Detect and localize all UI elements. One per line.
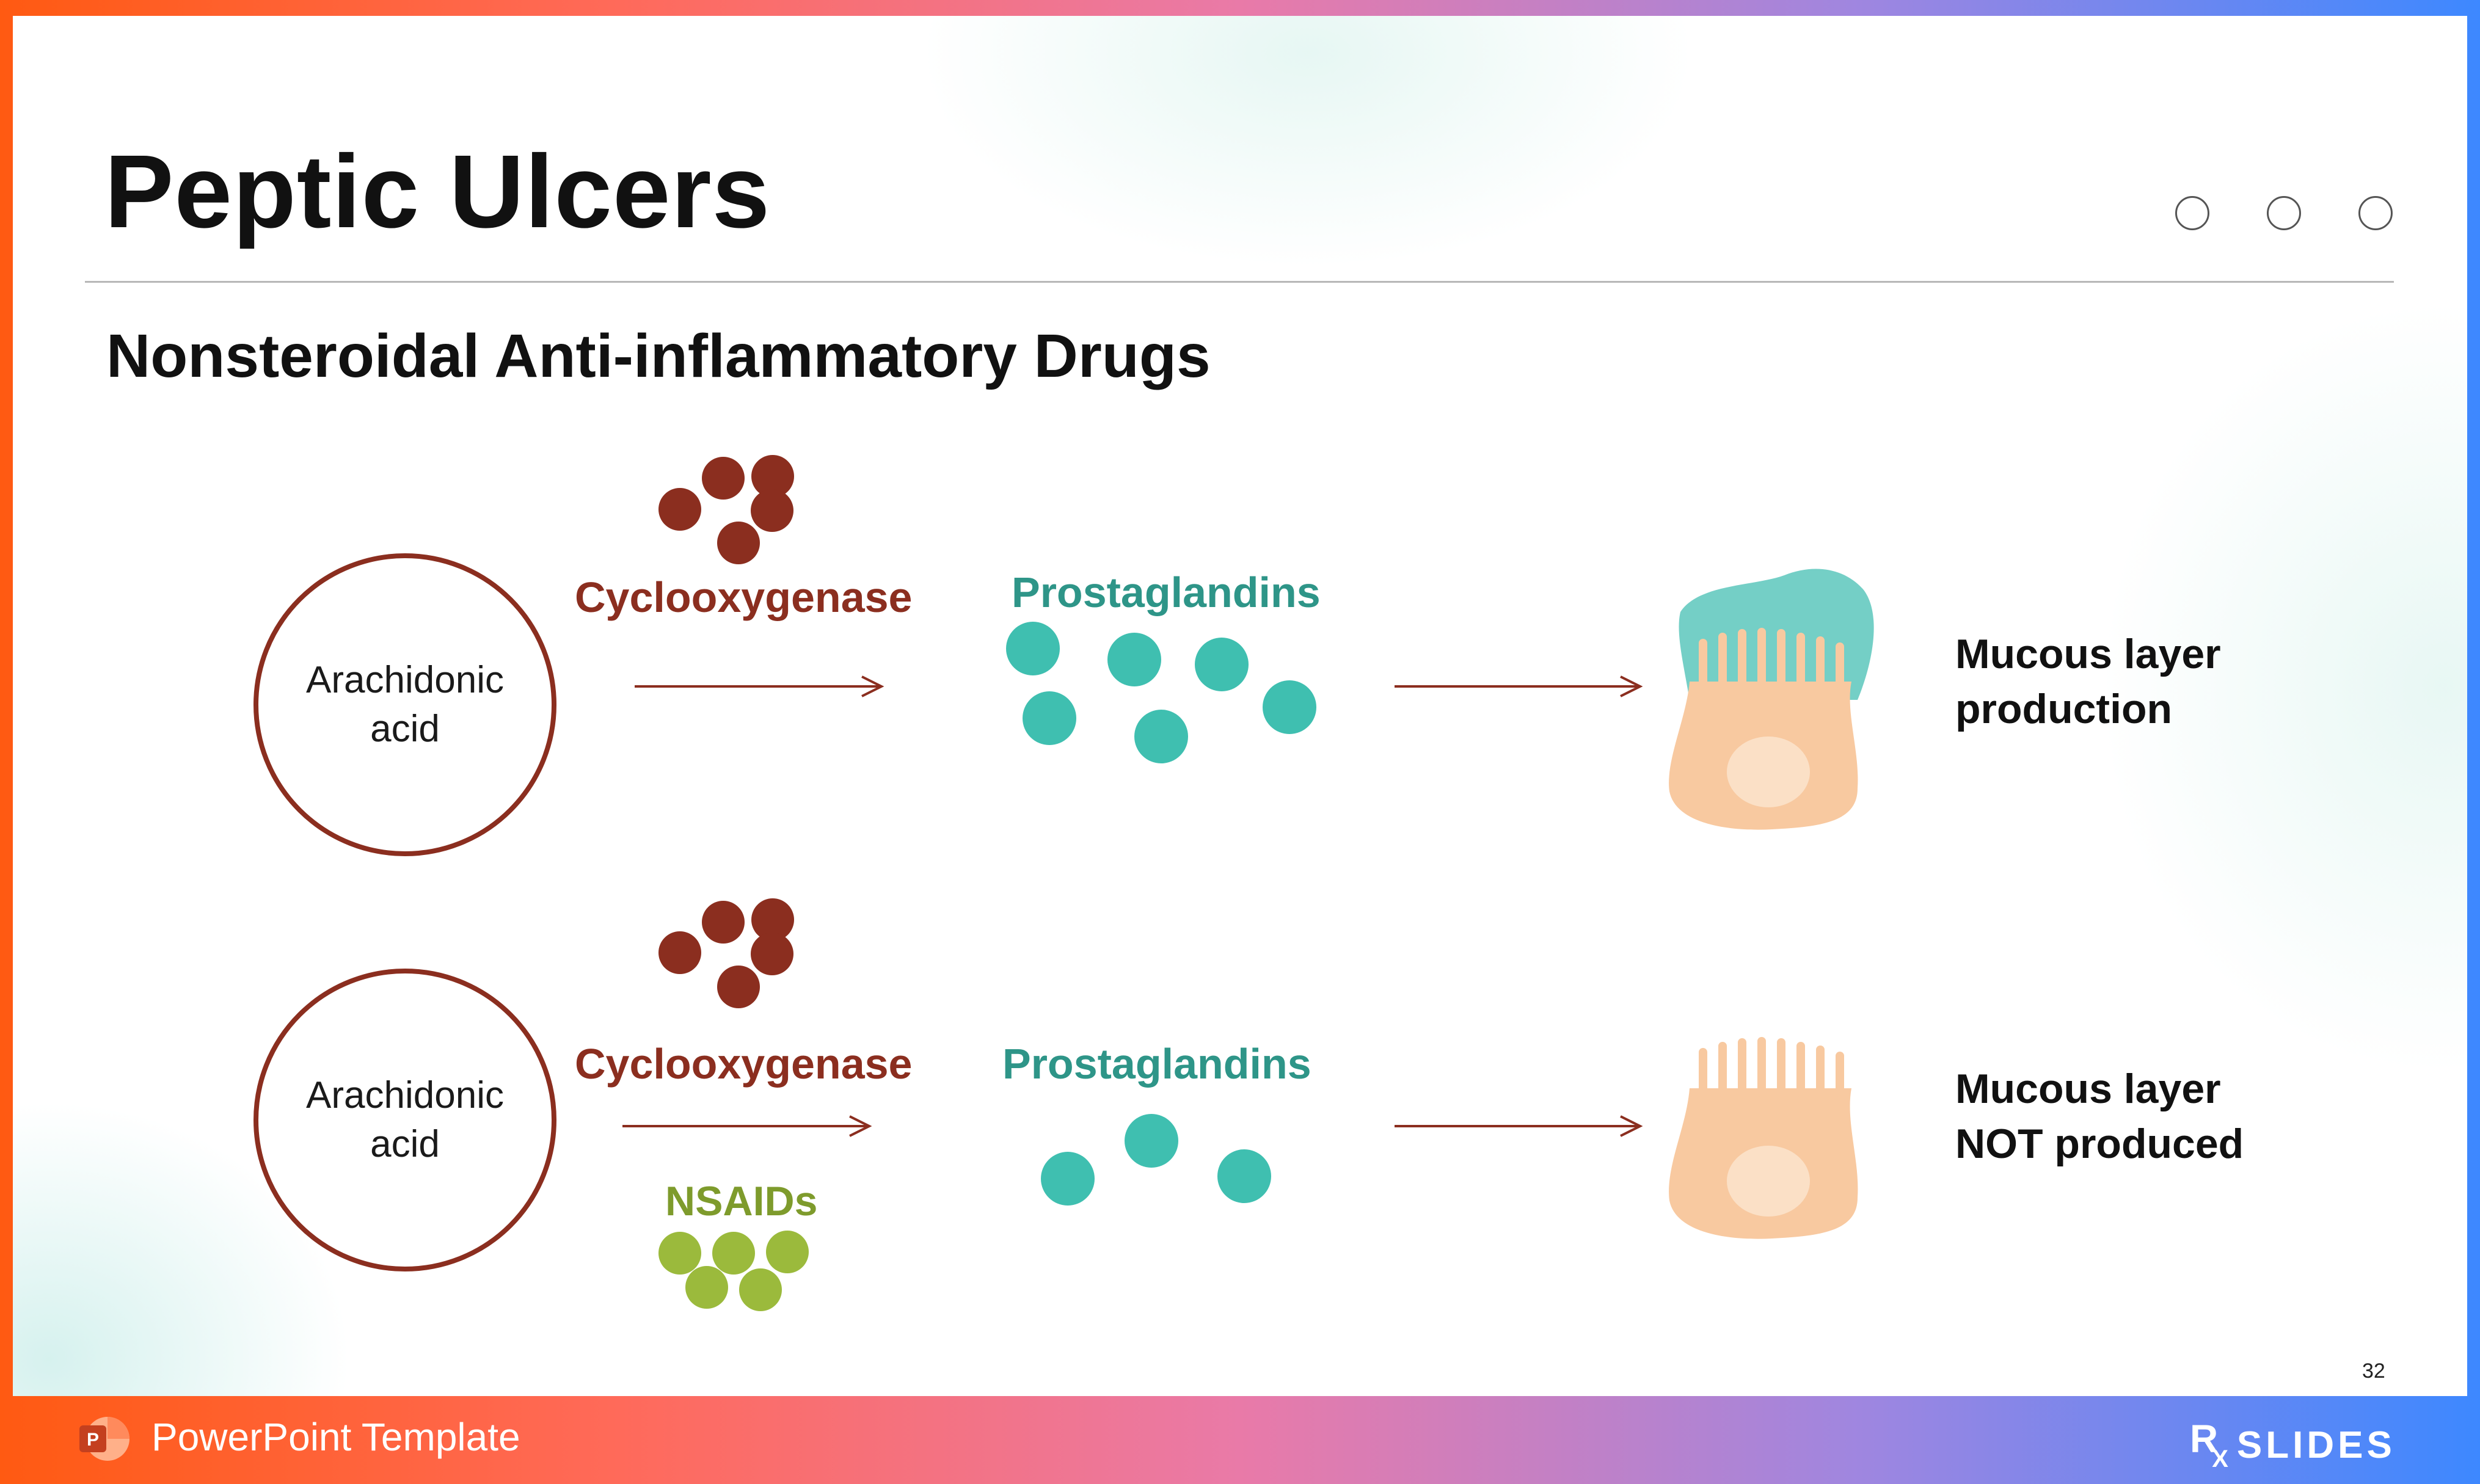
rx-slides-logo: RX SLIDES: [2190, 1417, 2396, 1472]
svg-text:P: P: [87, 1430, 99, 1450]
prostaglandin-molecules-top: [1006, 622, 1316, 763]
brand-rx: R: [2190, 1417, 2219, 1461]
arachidonic-acid-circle-top: [253, 553, 556, 856]
cell-with-mucus-icon: [1669, 569, 1874, 830]
slide: Peptic Ulcers Nonsteroidal Anti-inflamma…: [13, 16, 2467, 1396]
nav-dot-3[interactable]: [2358, 196, 2393, 230]
outcome-line-2: NOT produced: [1955, 1121, 2244, 1167]
cyclooxygenase-molecules-bottom: [658, 898, 794, 1008]
slide-subtitle: Nonsteroidal Anti-inflammatory Drugs: [106, 322, 1211, 390]
outcome-line-1: Mucous layer: [1955, 1066, 2221, 1112]
outcome-line-1: Mucous layer: [1955, 631, 2221, 677]
cyclooxygenase-label-top: Cyclooxygenase: [575, 573, 913, 621]
nsaid-mechanism-diagram: [253, 455, 1874, 1311]
prostaglandins-label-top: Prostaglandins: [1012, 569, 1321, 616]
prostaglandin-molecules-bottom: [1041, 1114, 1271, 1206]
powerpoint-icon: P: [79, 1417, 129, 1461]
arachidonic-acid-label-bottom: Arachidonic acid: [283, 1071, 527, 1169]
substrate-line-2: acid: [370, 708, 440, 750]
slide-title: Peptic Ulcers: [104, 134, 771, 250]
arachidonic-acid-label-top: Arachidonic acid: [283, 656, 527, 754]
outcome-line-2: production: [1955, 686, 2173, 732]
page-number: 32: [2362, 1359, 2385, 1383]
substrate-line-1: Arachidonic: [306, 659, 504, 701]
substrate-line-1: Arachidonic: [306, 1074, 504, 1116]
nsaids-label: NSAIDs: [665, 1178, 818, 1224]
outcome-label-bottom: Mucous layer NOT produced: [1955, 1061, 2244, 1171]
cyclooxygenase-molecules-top: [658, 455, 794, 564]
title-divider: [85, 281, 2394, 283]
brand-name: SLIDES: [2236, 1424, 2396, 1466]
nav-dot-1[interactable]: [2175, 196, 2209, 230]
nav-dot-2[interactable]: [2267, 196, 2301, 230]
outcome-label-top: Mucous layer production: [1955, 627, 2221, 737]
arachidonic-acid-circle-bottom: [253, 969, 556, 1271]
template-label: PowerPoint Template: [151, 1415, 520, 1459]
prostaglandins-label-bottom: Prostaglandins: [1002, 1040, 1311, 1088]
substrate-line-2: acid: [370, 1123, 440, 1165]
nsaid-molecules: [658, 1231, 809, 1311]
cyclooxygenase-label-bottom: Cyclooxygenase: [575, 1040, 913, 1088]
brand-x: X: [2212, 1446, 2228, 1472]
cell-without-mucus-icon: [1669, 1037, 1858, 1239]
